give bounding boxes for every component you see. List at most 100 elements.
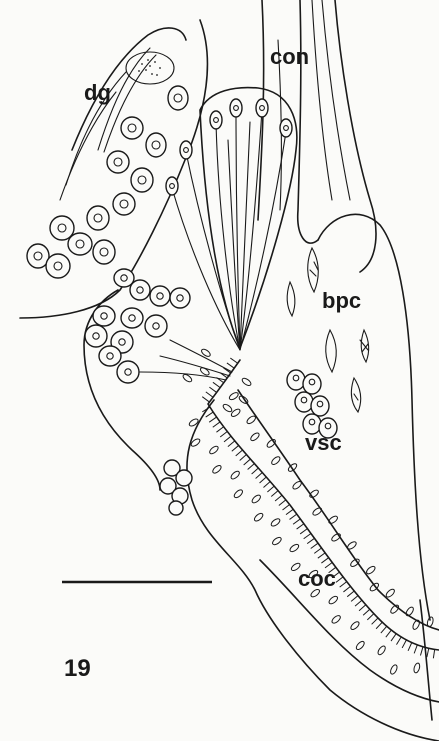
cilium-tick [206, 392, 213, 397]
epithelial-cell [270, 517, 281, 527]
cilium-tick [311, 543, 318, 548]
cilium-tick [252, 468, 259, 474]
cilium-tick [220, 431, 227, 437]
epithelial-cell [413, 662, 421, 673]
epithelial-cell [238, 395, 249, 405]
cilium-tick [340, 582, 347, 588]
cilium-tick [216, 427, 223, 432]
epithelial-cell [292, 480, 303, 490]
cilium-tick [343, 586, 350, 592]
cilium-tick [408, 643, 412, 651]
cilium-tick [347, 591, 354, 597]
epithelial-cell [389, 604, 400, 615]
cochlear-nerve [258, 0, 376, 272]
cilium-tick [427, 648, 429, 657]
epithelial-cell [249, 432, 260, 442]
epithelial-cell [355, 640, 366, 651]
cilium-tick [230, 358, 237, 363]
epithelial-cell [350, 620, 361, 631]
label-bpc: bpc [322, 288, 361, 313]
cilium-tick [227, 363, 234, 368]
cilium-tick [271, 491, 278, 497]
epithelial-cell [328, 515, 339, 525]
cilium-tick [263, 482, 270, 488]
cilium-tick [297, 524, 304, 529]
cilium-tick [283, 504, 290, 510]
cilium-tick [300, 529, 307, 534]
cilium-tick [206, 412, 213, 417]
label-coc: coc [298, 566, 336, 591]
epithelial-cell [230, 470, 241, 481]
cilium-tick [290, 514, 297, 519]
cilium-tick [304, 533, 311, 538]
cilium-tick [396, 637, 401, 645]
epithelial-cell [385, 588, 396, 599]
epithelial-cell [222, 403, 233, 413]
vsc-cluster [287, 370, 337, 438]
epithelial-cell [211, 464, 222, 474]
cilium-tick [307, 538, 314, 543]
cilium-tick [279, 500, 286, 506]
epithelial-cell [312, 506, 323, 516]
ganglion-cells [27, 86, 188, 278]
epithelial-cell [331, 614, 342, 624]
cilium-tick [351, 596, 358, 602]
epithelial-cell [251, 494, 262, 504]
epithelial-cell [365, 565, 376, 575]
cilium-tick [275, 495, 282, 501]
cilium-tick [359, 605, 366, 611]
epithelial-cell [241, 377, 252, 387]
cilium-tick [286, 509, 293, 514]
left-lobe [84, 269, 232, 490]
epithelial-cell [199, 366, 210, 376]
epithelial-cell [349, 558, 360, 568]
epithelial-cell [328, 595, 339, 605]
epithelial-cell [233, 489, 244, 500]
cilium-tick [240, 455, 247, 461]
cilium-tick [209, 387, 216, 392]
cilium-tick [433, 649, 434, 658]
epithelial-cell [330, 532, 341, 542]
cilium-tick [386, 630, 392, 637]
cilium-tick [248, 464, 255, 470]
cilium-tick [236, 450, 243, 456]
cilium-tick [202, 397, 209, 402]
epithelial-cell [228, 391, 239, 401]
cilium-tick [213, 422, 220, 427]
cilium-tick [376, 622, 382, 629]
cilium-tick [209, 417, 216, 422]
cilium-tick [293, 519, 300, 524]
cilium-tick [391, 634, 396, 641]
epithelial-cell [412, 619, 421, 630]
cilium-tick [260, 477, 267, 483]
cilium-tick [232, 445, 239, 451]
cilium-tick [420, 647, 423, 656]
cilium-tick [367, 614, 374, 620]
epithelial-cell [346, 540, 357, 550]
cilium-tick [381, 626, 387, 633]
epithelial-cell [270, 455, 281, 466]
epithelial-cell [253, 512, 264, 522]
right-tissue-outline [318, 214, 430, 620]
label-dg: dg [84, 80, 111, 105]
dorsal-ganglion [20, 20, 207, 318]
epithelial-cell [309, 489, 320, 499]
cilium-tick [318, 553, 325, 558]
epithelial-cell [271, 536, 282, 546]
cilium-tick [355, 600, 362, 606]
figure-number: 19 [64, 655, 91, 682]
cilium-tick [321, 558, 328, 563]
epithelial-cell [246, 415, 257, 425]
epithelial-cell [389, 664, 398, 675]
cilium-tick [402, 640, 406, 648]
epithelial-cell [266, 438, 277, 449]
cilium-tick [363, 609, 370, 615]
epithelial-cell [377, 645, 387, 656]
cilium-tick [267, 486, 274, 492]
cilium-tick [228, 441, 235, 447]
epithelial-cell [405, 606, 415, 617]
cilium-tick [314, 548, 321, 553]
cilium-tick [336, 577, 343, 582]
